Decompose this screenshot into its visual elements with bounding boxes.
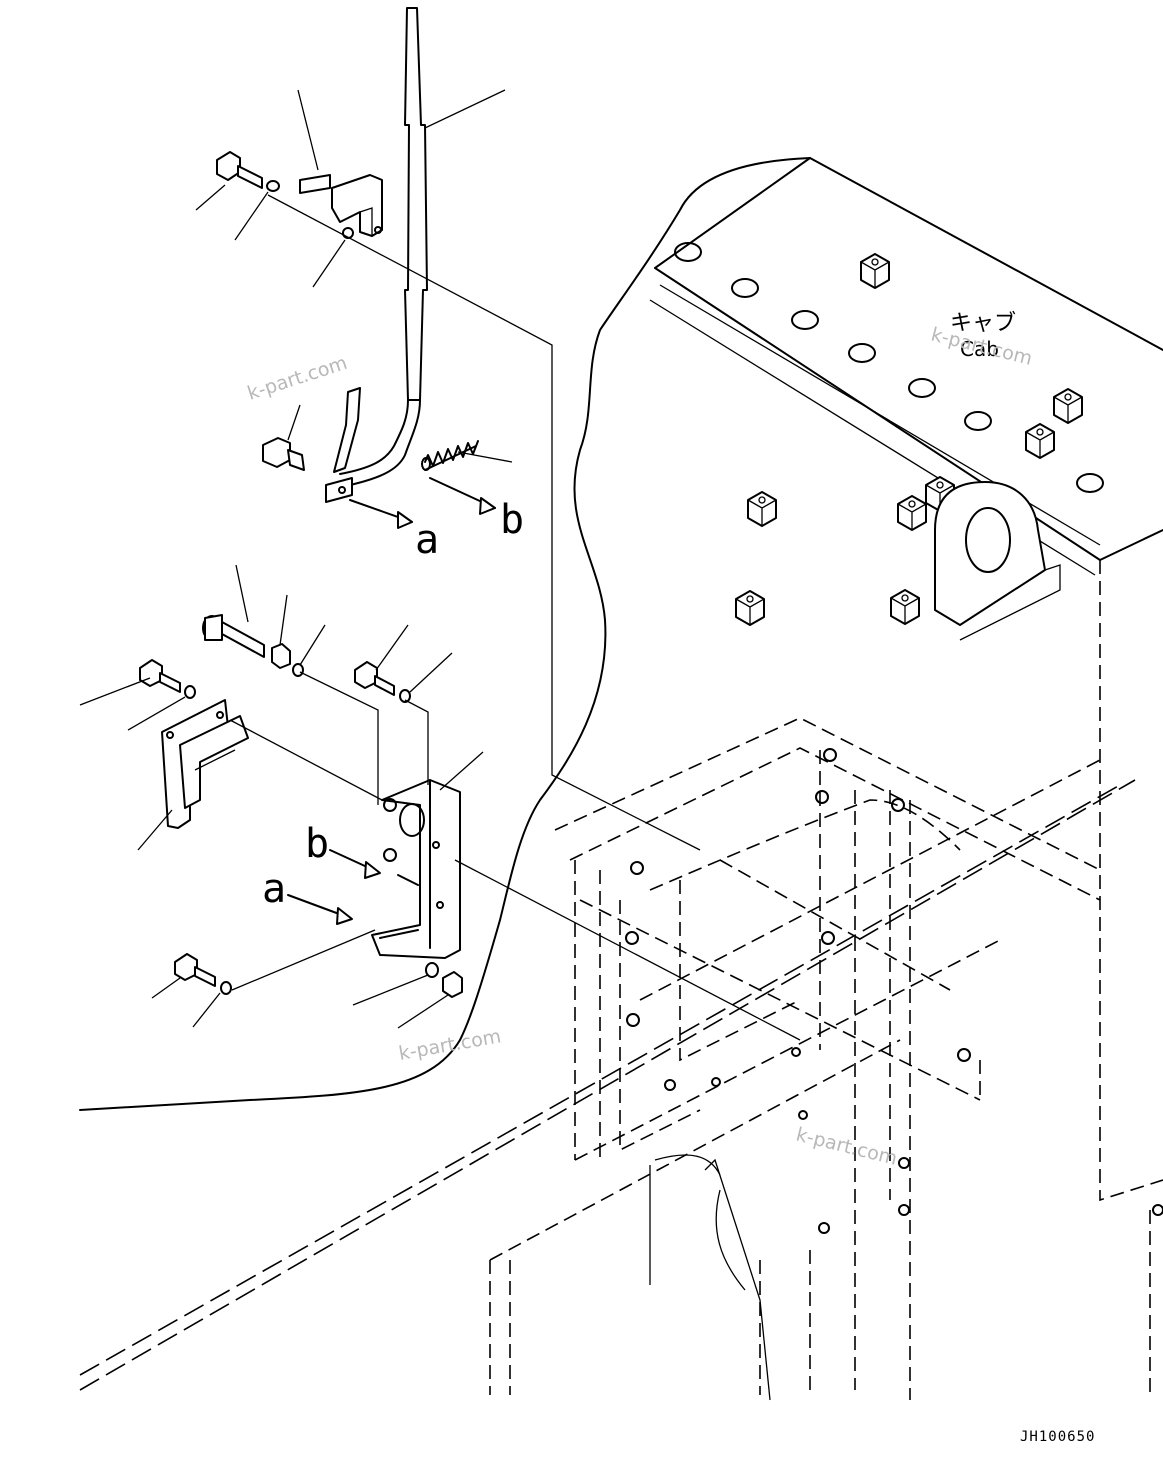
bolt-lever-pin bbox=[262, 437, 305, 471]
lever-assembly: a b bbox=[195, 7, 701, 851]
cab-label-en: Cab bbox=[960, 337, 999, 361]
spring bbox=[421, 440, 479, 471]
frame-bolts bbox=[625, 748, 1163, 1234]
frame-hidden-lines bbox=[79, 560, 1163, 1401]
callout-a-lower: a bbox=[262, 866, 286, 912]
deck-holes bbox=[674, 242, 1104, 493]
bolt-upper bbox=[216, 151, 280, 192]
main-bracket bbox=[371, 779, 461, 959]
cab-label-jp: キャブ bbox=[950, 311, 1016, 336]
bolt-bottom-left bbox=[174, 953, 232, 995]
callout-a-upper: a bbox=[415, 517, 439, 563]
watermark-1: k-part.com bbox=[245, 352, 350, 405]
watermark-3: k-part.com bbox=[397, 1025, 503, 1065]
lock-bracket-assembly: b a bbox=[79, 564, 801, 1041]
drawing-code: JH100650 bbox=[1020, 1429, 1095, 1445]
cab-body: キャブ Cab bbox=[79, 157, 1163, 1111]
watermark-4: k-part.com bbox=[794, 1124, 900, 1170]
callout-b-upper: b bbox=[500, 497, 524, 543]
bolt-long bbox=[202, 614, 304, 677]
watermarks: k-part.com k-part.com k-part.com k-part.… bbox=[245, 324, 1035, 1170]
bolt-right-small bbox=[354, 661, 411, 703]
latch-striker bbox=[161, 699, 249, 829]
callout-b-lower: b bbox=[305, 821, 329, 867]
hinge-boss bbox=[934, 481, 1061, 641]
